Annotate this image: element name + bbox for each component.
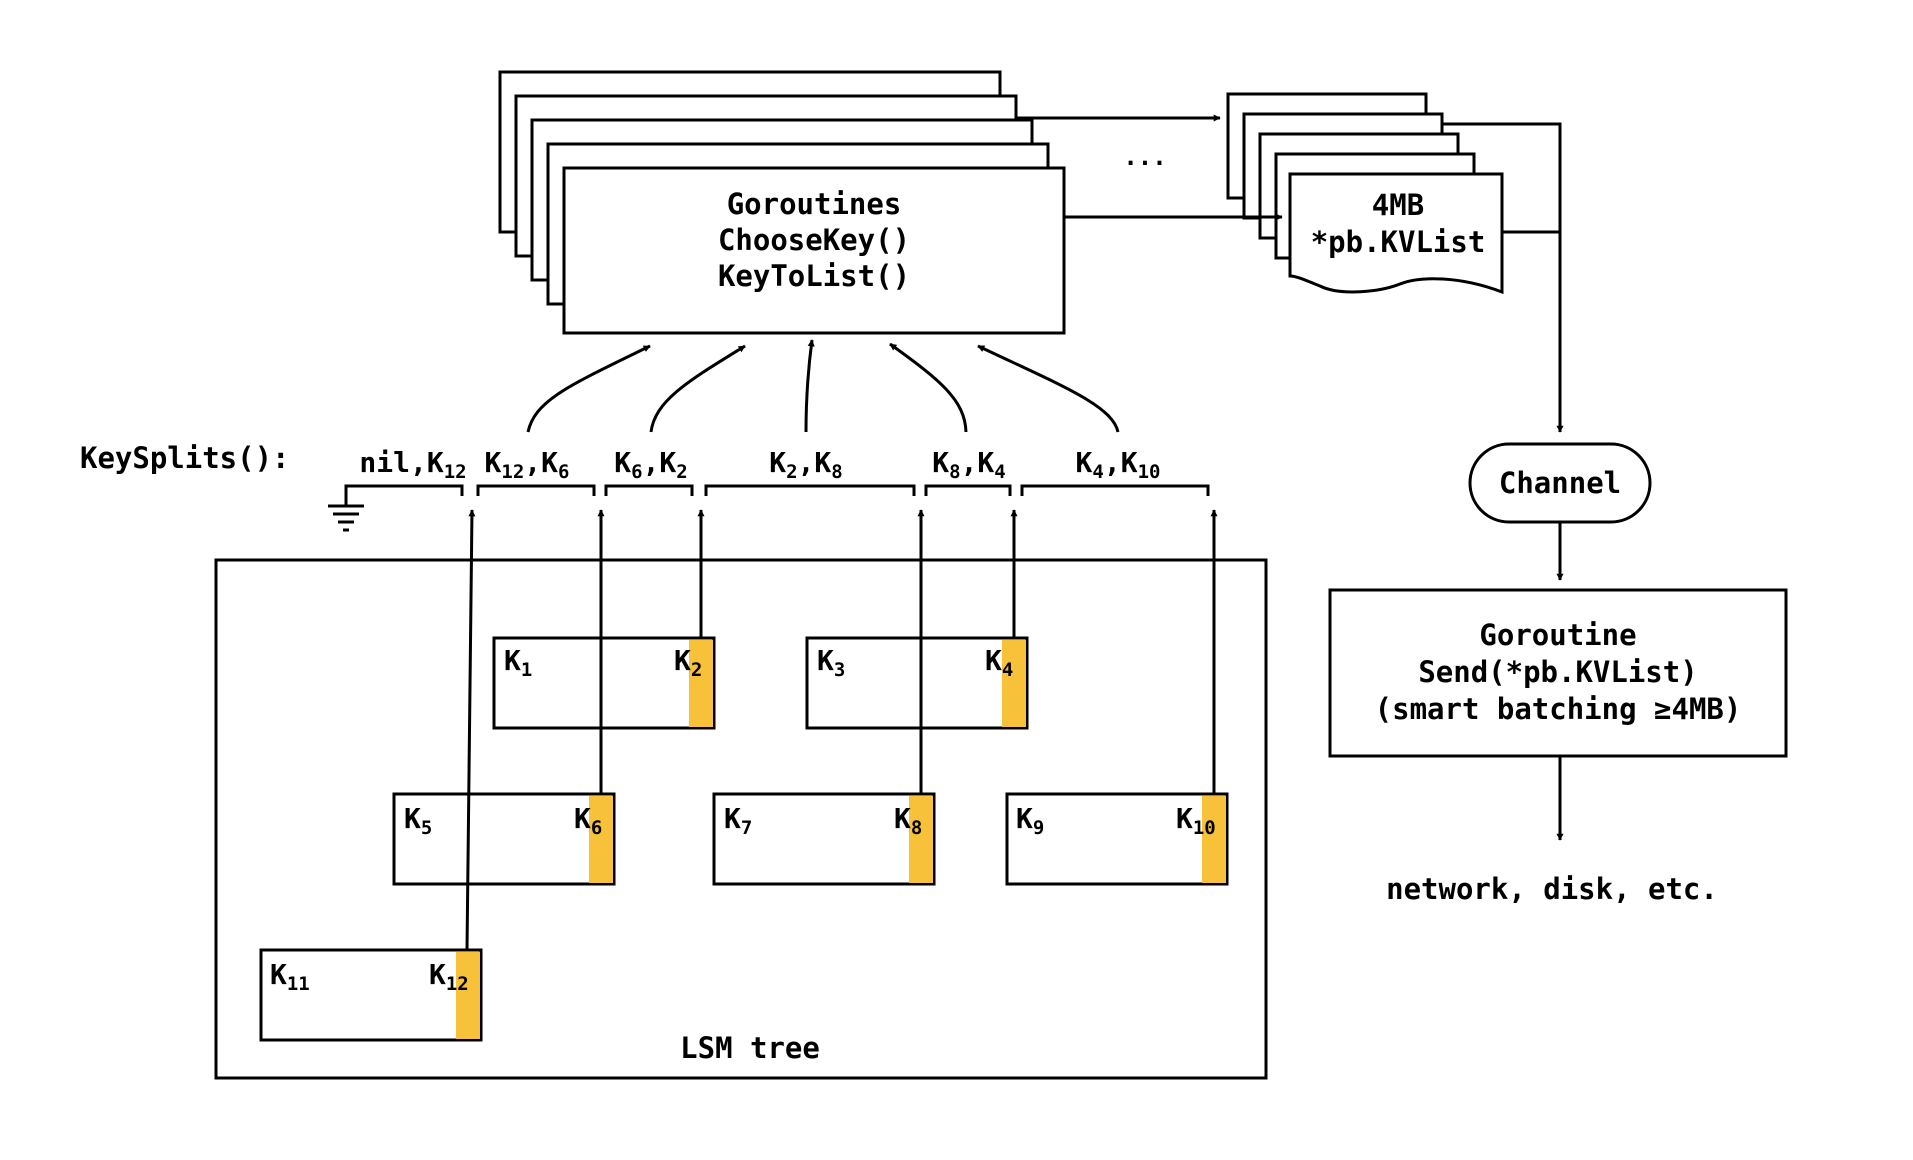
keysplit-ranges: nil,K12 K12,K6 K6,K2 K2,K8 K8,K4 K4,K10 — [359, 446, 1160, 483]
sender-line2: Send(*pb.KVList) — [1418, 655, 1697, 689]
sst-left-key: K5 — [404, 802, 432, 839]
range-label: K2,K8 — [769, 446, 842, 483]
sst-right-key: K4 — [985, 644, 1013, 681]
goroutines-stack: Goroutines ChooseKey() KeyToList() — [498, 70, 1066, 335]
sst-table: K3 K4 — [805, 636, 1029, 730]
sst-right-key: K6 — [574, 802, 602, 839]
sst-right-key: K8 — [894, 802, 922, 839]
sst-right-key: K2 — [674, 644, 702, 681]
output-label: network, disk, etc. — [1386, 872, 1718, 906]
range-brackets — [344, 484, 1210, 496]
goroutines-line3: KeyToList() — [718, 259, 910, 293]
range-label: K12,K6 — [485, 446, 570, 483]
sst-left-key: K11 — [270, 958, 310, 995]
sender-node: Goroutine Send(*pb.KVList) (smart batchi… — [1328, 588, 1788, 758]
goroutines-line1: Goroutines — [727, 187, 902, 221]
lsm-label: LSM tree — [680, 1031, 820, 1065]
sst-table: K5 K6 — [392, 792, 616, 886]
sst-right-key: K10 — [1176, 802, 1216, 839]
ellipsis: ... — [1123, 143, 1166, 171]
kvlist-type: *pb.KVList — [1311, 225, 1486, 259]
range-label: K4,K10 — [1076, 446, 1161, 483]
sender-line1: Goroutine — [1479, 618, 1636, 652]
sst-table: K9 K10 — [1005, 792, 1229, 886]
sst-table: K7 K8 — [712, 792, 936, 886]
range-to-goroutine-arrows — [526, 339, 1120, 433]
keysplits-label: KeySplits(): — [80, 441, 290, 475]
range-label: K8,K4 — [932, 446, 1005, 483]
sst-left-key: K3 — [817, 644, 845, 681]
ground-icon — [328, 496, 364, 532]
goroutines-line2: ChooseKey() — [718, 223, 910, 257]
channel-node: Channel — [1468, 442, 1652, 524]
kvlist-size: 4MB — [1372, 188, 1424, 222]
sst-right-key: K12 — [429, 958, 469, 995]
sst-left-key: K9 — [1016, 802, 1044, 839]
sst-table: K1 K2 — [492, 636, 716, 730]
sst-left-key: K7 — [724, 802, 752, 839]
range-label: nil,K12 — [359, 446, 466, 483]
split-key-arrows — [465, 509, 1218, 951]
sst-table: K11 K12 — [259, 948, 483, 1042]
range-label: K6,K2 — [614, 446, 687, 483]
sender-line3: (smart batching ≥4MB) — [1375, 692, 1742, 726]
sst-left-key: K1 — [504, 644, 532, 681]
kvlist-stack: 4MB *pb.KVList — [1226, 92, 1504, 295]
line-kvlist-top-to-channel — [1442, 122, 1564, 433]
channel-label: Channel — [1499, 466, 1621, 500]
